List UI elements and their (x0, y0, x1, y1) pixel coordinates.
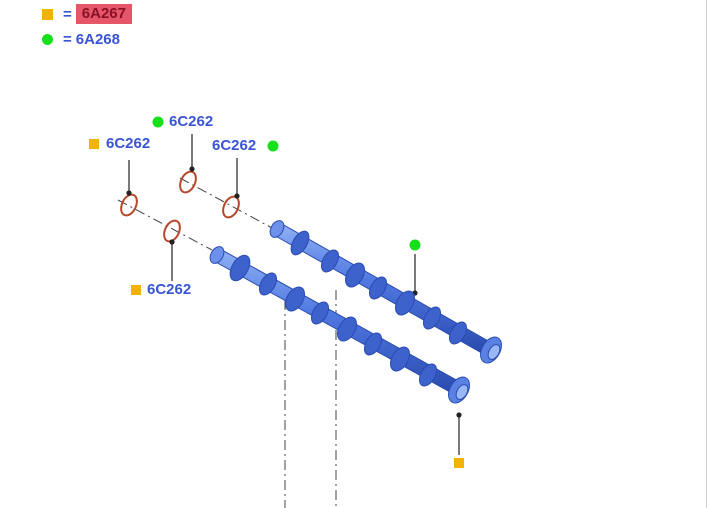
camshaft-exhaust (209, 246, 470, 404)
square-marker-icon (42, 8, 53, 20)
square-marker-icon (131, 285, 141, 295)
square-marker-icon (89, 139, 99, 149)
seal-rings (120, 170, 240, 243)
legend-part-number[interactable]: 6A268 (75, 31, 120, 48)
circle-marker-icon (267, 140, 279, 152)
seal-part-label[interactable]: 6C262 (106, 135, 151, 152)
seal-part-label[interactable]: 6C262 (147, 281, 192, 298)
circle-marker-icon (42, 34, 53, 45)
leader-lines (126, 134, 462, 455)
seal-part-label[interactable]: 6C262 (212, 137, 257, 154)
seal-ring (179, 170, 197, 194)
square-marker-icon (454, 458, 464, 468)
frame-border (706, 0, 707, 508)
camshaft-intake (269, 220, 502, 364)
legend-item-exhaust: = 6A267 (42, 4, 132, 24)
legend-equals: = (63, 31, 72, 48)
circle-marker-icon (409, 239, 421, 251)
seal-ring (120, 193, 138, 217)
circle-marker-icon (152, 116, 164, 128)
legend-part-number[interactable]: 6A267 (75, 4, 132, 24)
legend-item-intake: = 6A268 (42, 31, 120, 48)
center-lines (117, 177, 337, 508)
seal-ring (163, 219, 181, 243)
legend-equals: = (63, 5, 72, 23)
seal-part-label[interactable]: 6C262 (169, 113, 214, 130)
